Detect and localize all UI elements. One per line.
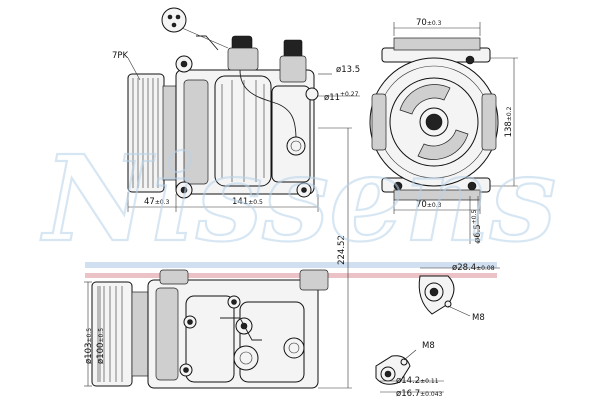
thread-label-1: M8: [472, 313, 485, 323]
offset-left-value: 47: [144, 197, 155, 207]
port-diameter2-label: ø11: [324, 93, 340, 103]
compressor-side-view-top: [127, 35, 319, 199]
pulley-inner-value: ø100: [96, 343, 106, 364]
port-diameter-label: ø13.5: [336, 65, 360, 75]
svg-text:70±0.3: 70±0.3: [416, 18, 442, 28]
svg-text:ø28.4±0.08: ø28.4±0.08: [452, 263, 495, 273]
side-view-dimensions: 47±0.3 141±0.5 224.52 ø13.5 ø11+0.27: [127, 65, 360, 389]
large-port-tolerance: ±0.08: [476, 265, 495, 272]
offset-left-tolerance: ±0.3: [155, 199, 170, 206]
svg-text:ø14.2±0.11: ø14.2±0.11: [396, 376, 439, 386]
port-diameter2-tol-up: +0.27: [340, 91, 359, 98]
small-port-1-value: ø14.2: [396, 376, 420, 386]
svg-text:141±0.5: 141±0.5: [232, 197, 263, 207]
connector-detail: [161, 7, 229, 49]
bottom-width-value: 70: [416, 200, 427, 210]
large-port-value: ø28.4: [452, 263, 476, 273]
front-view-dimensions: 70±0.3 138±0.2 70±0.3 ø6.5+0.5: [393, 18, 518, 244]
watermark-band-red: [85, 273, 497, 278]
total-length-label: 224.52: [337, 235, 347, 265]
pulley-inner-tolerance: ±0.5: [98, 328, 105, 343]
watermark-band-blue: [85, 262, 497, 268]
compressor-front-view: [369, 37, 499, 201]
top-width-tolerance: ±0.3: [427, 20, 442, 27]
svg-text:ø16.7±0.043: ø16.7±0.043: [396, 389, 443, 399]
svg-text:ø6.5+0.5: ø6.5+0.5: [471, 210, 483, 243]
small-port-1-tolerance: ±0.11: [420, 378, 439, 385]
bottom-width-tolerance: ±0.3: [427, 202, 442, 209]
right-height-value: 138: [504, 121, 514, 137]
belt-callout: 7PK: [112, 51, 141, 81]
right-height-tolerance: ±0.2: [506, 106, 513, 121]
mount-hole-value: ø6.5: [473, 224, 483, 243]
small-port-2-tolerance: ±0.043: [420, 391, 442, 398]
top-width-value: 70: [416, 18, 427, 28]
offset-mid-tolerance: ±0.5: [248, 199, 263, 206]
svg-text:138±0.2: 138±0.2: [504, 106, 514, 137]
port-detail-small: M8 ø14.2±0.11 ø16.7±0.043: [375, 341, 444, 399]
svg-text:47±0.3: 47±0.3: [144, 197, 170, 207]
offset-mid-value: 141: [232, 197, 248, 207]
small-port-2-value: ø16.7: [396, 389, 420, 399]
pulley-outer-tolerance: ±0.5: [86, 328, 93, 343]
belt-type-label: 7PK: [112, 51, 129, 61]
compressor-side-view-bottom: [91, 269, 329, 389]
mount-hole-tolerance: +0.5: [471, 210, 478, 225]
svg-text:70±0.3: 70±0.3: [416, 200, 442, 210]
pulley-dimensions: ø103±0.5 ø100±0.5: [84, 281, 106, 387]
svg-text:ø11+0.27: ø11+0.27: [324, 91, 359, 103]
pulley-outer-value: ø103: [84, 343, 94, 364]
port-detail-large: ø28.4±0.08 M8: [418, 263, 500, 323]
thread-label-2: M8: [422, 341, 435, 351]
svg-text:ø103±0.5: ø103±0.5: [84, 328, 94, 364]
brand-watermark: Nissens: [40, 129, 557, 268]
svg-text:ø100±0.5: ø100±0.5: [96, 328, 106, 364]
